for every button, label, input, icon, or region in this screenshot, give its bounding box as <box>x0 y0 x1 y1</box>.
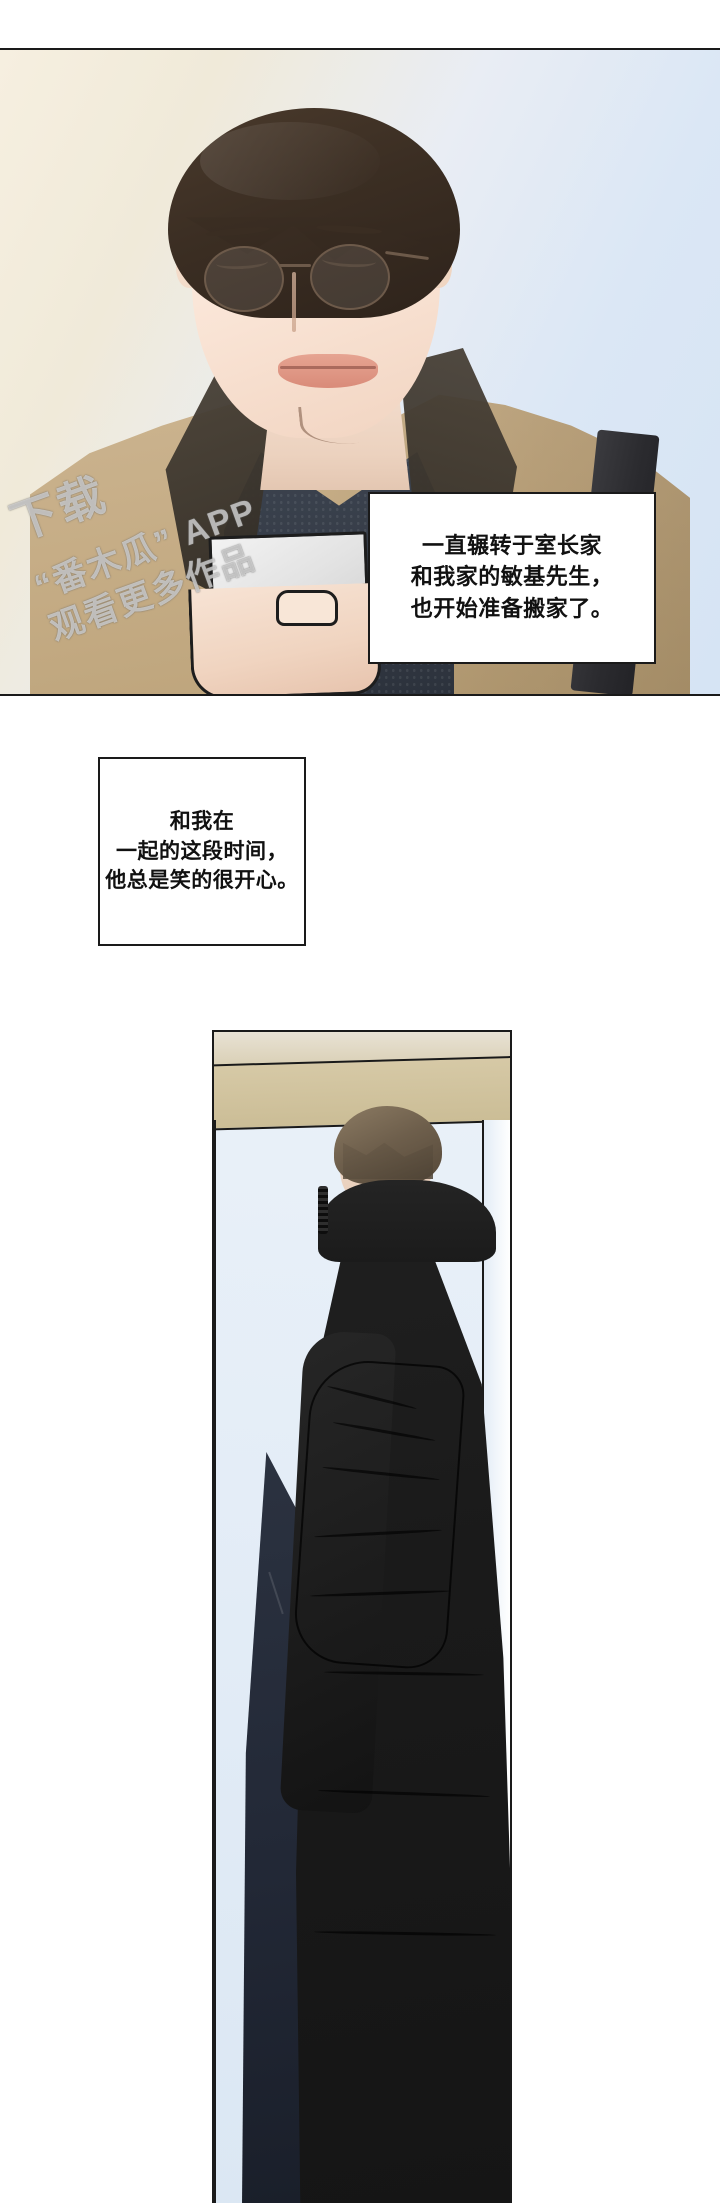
mouth-line <box>280 366 376 369</box>
narration-line: 和我家的敏基先生， <box>410 565 614 591</box>
wall-edge-left <box>214 1120 216 2203</box>
jacket-collar <box>318 1180 496 1262</box>
jacket-zipper <box>318 1186 328 1234</box>
narration-line: 一起的这段时间， <box>116 838 288 863</box>
panel-3-hair <box>334 1106 442 1184</box>
narration-textbox-1-text: 一直辗转于室长家 和我家的敏基先生， 也开始准备搬家了。 <box>411 531 614 625</box>
comic-panel-3 <box>212 1030 512 2203</box>
thumb <box>276 590 338 626</box>
mouth <box>278 354 378 388</box>
eyeglasses-bridge <box>279 264 311 267</box>
narration-line: 也开始准备搬家了。 <box>410 596 614 622</box>
narration-line: 和我在 <box>169 808 235 833</box>
narration-line: 他总是笑的很开心。 <box>105 868 299 893</box>
eyeglasses-lens-right <box>310 244 390 310</box>
nose <box>292 272 296 332</box>
narration-textbox-1: 一直辗转于室长家 和我家的敏基先生， 也开始准备搬家了。 <box>368 492 656 664</box>
jacket-arm-outline <box>291 1356 467 1672</box>
narration-textbox-2-text: 和我在 一起的这段时间， 他总是笑的很开心。 <box>105 807 299 896</box>
hair-highlight <box>200 122 380 200</box>
narration-textbox-2: 和我在 一起的这段时间， 他总是笑的很开心。 <box>98 757 306 946</box>
narration-line: 一直辗转于室长家 <box>421 534 602 560</box>
eyeglasses-lens-left <box>204 246 284 312</box>
